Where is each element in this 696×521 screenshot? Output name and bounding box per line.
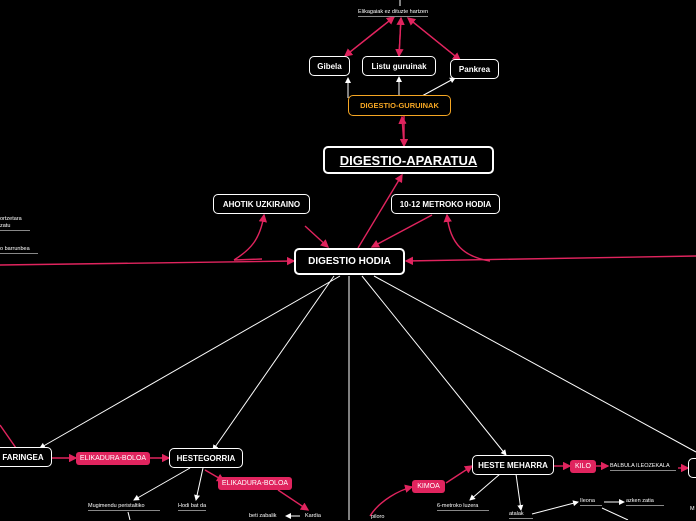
label-6-metroko-luzera: 6-metroko luzera bbox=[437, 503, 489, 511]
connector-kimoa-meharra bbox=[445, 465, 474, 484]
connector-elikagaiak-pankrea bbox=[407, 17, 462, 61]
label-hodi-bat-da: Hodi bat da bbox=[178, 503, 207, 511]
connector-piloro-kimoa bbox=[369, 484, 414, 517]
connector-hub-hestegorria bbox=[212, 275, 335, 451]
connector-hub-root bbox=[357, 173, 403, 249]
node-digestio-aparatua[interactable]: DIGESTIO-APARATUA bbox=[323, 146, 494, 174]
connector-hestegorria-mugimendu bbox=[133, 467, 191, 501]
connector-hub-faringea bbox=[39, 275, 341, 449]
label-atalak: atalak bbox=[509, 511, 533, 519]
node-ahotik-uzkiraino[interactable]: AHOTIK UZKIRAINO bbox=[213, 194, 310, 214]
connector-loop-ahotik-base bbox=[233, 258, 263, 261]
node-digestio-guruinak[interactable]: DIGESTIO-GURUINAK bbox=[348, 95, 451, 116]
connector-atalak-ileona bbox=[531, 500, 579, 515]
node-gibela[interactable]: Gibela bbox=[309, 56, 350, 76]
node-listu-guruinak[interactable]: Listu guruinak bbox=[362, 56, 436, 76]
connector-metroko-hub bbox=[370, 214, 433, 248]
connector-left-hub bbox=[0, 256, 296, 266]
connector-hub-right bbox=[373, 275, 696, 453]
node-digestio-hodia[interactable]: DIGESTIO HODIA bbox=[294, 248, 405, 275]
label-azken-zatia: azken zatia bbox=[626, 498, 664, 506]
node-hestegorria[interactable]: HESTEGORRIA bbox=[169, 448, 243, 468]
pill-elikadura-boloa-1[interactable]: ELIKADURA-BOLOA bbox=[76, 452, 150, 465]
pill-kiloa[interactable]: KILO bbox=[570, 460, 596, 473]
label-kardia: Kardia bbox=[305, 513, 321, 519]
connector-elikagaiak-gibela bbox=[343, 16, 395, 57]
pill-elikadura-boloa-2[interactable]: ELIKADURA-BOLOA bbox=[218, 477, 292, 490]
connector-hub-heste-meharra bbox=[361, 275, 507, 456]
label-barrunbea: o barrunbea bbox=[0, 246, 38, 254]
label-elikagaiak: Elikagaiak ez dituzte hartzen bbox=[358, 9, 429, 17]
connector-meharra-luzera bbox=[469, 473, 501, 501]
connector-right-hub bbox=[404, 255, 696, 266]
label-zatu: zatu bbox=[0, 223, 30, 231]
node-heste-meharra[interactable]: HESTE MEHARRA bbox=[472, 455, 554, 475]
connector-ileona-down bbox=[601, 507, 629, 520]
connector-pill-kardia bbox=[277, 489, 310, 511]
connector-hestegorria-hodi bbox=[194, 467, 204, 501]
node-faringea[interactable]: FARINGEA bbox=[0, 447, 52, 467]
label-edge-m: M bbox=[690, 506, 695, 512]
connector-loop-metroko bbox=[443, 213, 491, 262]
connector-ahotik-hub bbox=[304, 225, 330, 248]
label-piloro: piloro bbox=[371, 514, 385, 520]
connector-meharra-atalak bbox=[515, 473, 524, 511]
label-ileona: Ileona bbox=[580, 498, 602, 506]
label-mugimendu-peristaltiko: Mugimendu peristaltiko bbox=[88, 503, 160, 511]
connector-mugimendu-down bbox=[127, 511, 131, 520]
label-beti-zabalik: beti zabalik bbox=[249, 513, 277, 519]
connector-loop-ahotik bbox=[233, 213, 268, 261]
label-balbula-ileozekala: BALBULA ILEOZEKALA bbox=[610, 463, 676, 471]
connector-guruinak-pankrea bbox=[421, 77, 456, 97]
pill-kimoa[interactable]: KIMOA bbox=[412, 480, 445, 493]
node-edge-right[interactable] bbox=[688, 458, 696, 478]
node-pankrea[interactable]: Pankrea bbox=[450, 59, 499, 79]
node-10-12-metroko-hodia[interactable]: 10-12 METROKO HODIA bbox=[391, 194, 500, 214]
label-ortzetara: ortzetara bbox=[0, 216, 22, 222]
connector-elikagaiak-listu bbox=[395, 17, 404, 58]
connector-left-faringea bbox=[0, 424, 17, 449]
